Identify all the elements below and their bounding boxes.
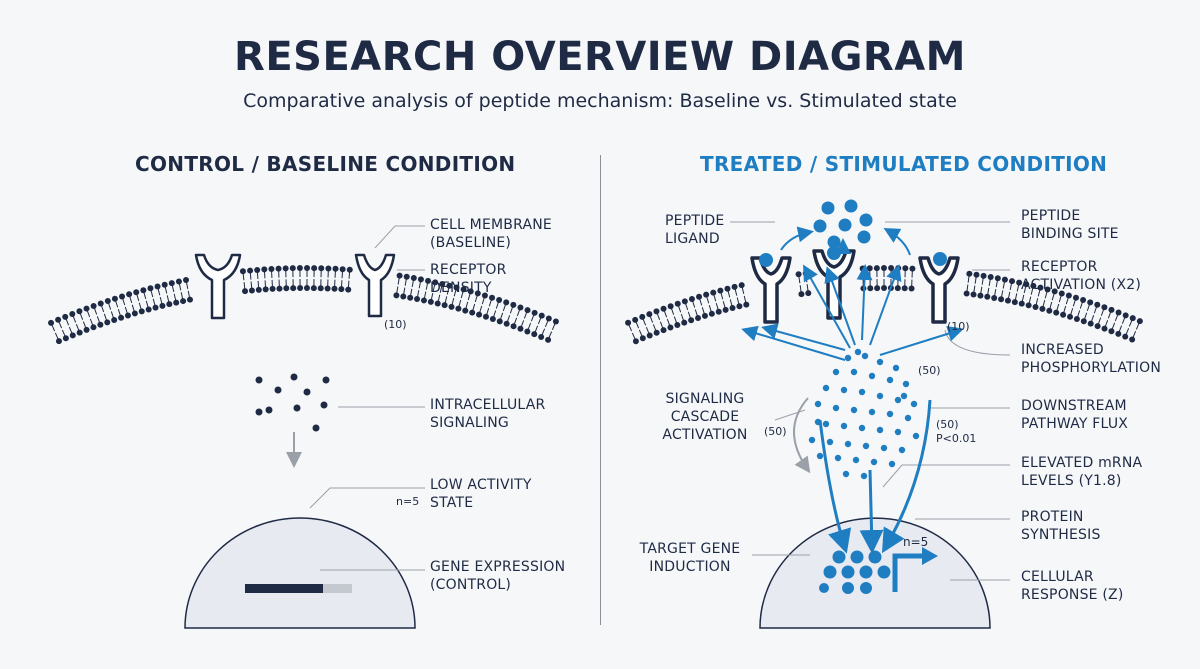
label-increased-phosphorylation: INCREASED PHOSPHORYLATION [1021,342,1162,376]
label-intracellular-signaling: INTRACELLULAR SIGNALING [430,397,546,431]
label-control-receptor-count: (10) [384,318,407,331]
label-signaling-cascade: SIGNALING CASCADE ACTIVATION [662,391,748,443]
transcription-start-icon [892,553,925,592]
label-count-50-c: (50) P<0.01 [936,418,977,445]
control-panel-heading: CONTROL / BASELINE CONDITION [135,152,516,176]
control-nucleus [184,517,416,629]
control-signaling-molecules [255,373,330,432]
label-cell-membrane: CELL MEMBRANE (BASELINE) [430,217,552,251]
label-target-gene: TARGET GENE INDUCTION [639,541,741,575]
treated-panel-heading: TREATED / STIMULATED CONDITION [700,152,1108,176]
control-cell-membrane [48,265,559,345]
label-peptide-binding-site: PEPTIDE BINDING SITE [1021,208,1119,242]
label-count-50-a: (50) [918,364,941,377]
peptide-ligand-cluster [813,199,873,249]
treated-receptor-3 [918,256,960,324]
diagram-title: RESEARCH OVERVIEW DIAGRAM [234,34,966,80]
signaling-cascade-dots [808,348,920,480]
label-elevated-mrna: ELEVATED mRNA LEVELS (Y1.8) [1021,455,1143,489]
control-gene-expression-remainder [323,584,352,593]
panel-divider [600,155,601,625]
label-receptor-activation: RECEPTOR ACTIVATION (X2) [1021,259,1142,293]
label-control-n: n=5 [396,495,420,508]
control-gene-expression-bar [245,584,323,593]
treated-receptor-1 [750,256,792,324]
label-receptor-density: RECEPTOR DENSITY [430,262,507,296]
label-cellular-response: CELLULAR RESPONSE (Z) [1021,569,1124,603]
target-gene-cluster [819,550,891,594]
label-protein-synthesis: PROTEIN SYNTHESIS [1021,509,1101,543]
label-low-activity: LOW ACTIVITY STATE [430,477,532,511]
control-receptor-1 [194,253,242,320]
diagram-subtitle: Comparative analysis of peptide mechanis… [243,90,957,112]
control-receptor-2 [354,253,396,318]
label-gene-expression: GENE EXPRESSION (CONTROL) [430,559,566,593]
label-peptide-ligand: PEPTIDE LIGAND [665,213,725,247]
treated-nucleus [759,517,991,629]
label-downstream-flux: DOWNSTREAM PATHWAY FLUX [1021,398,1129,432]
label-treated-n: n=5 [903,535,929,549]
label-count-50-b: (50) [764,425,787,438]
label-treated-receptor-count: (10) [947,320,970,333]
